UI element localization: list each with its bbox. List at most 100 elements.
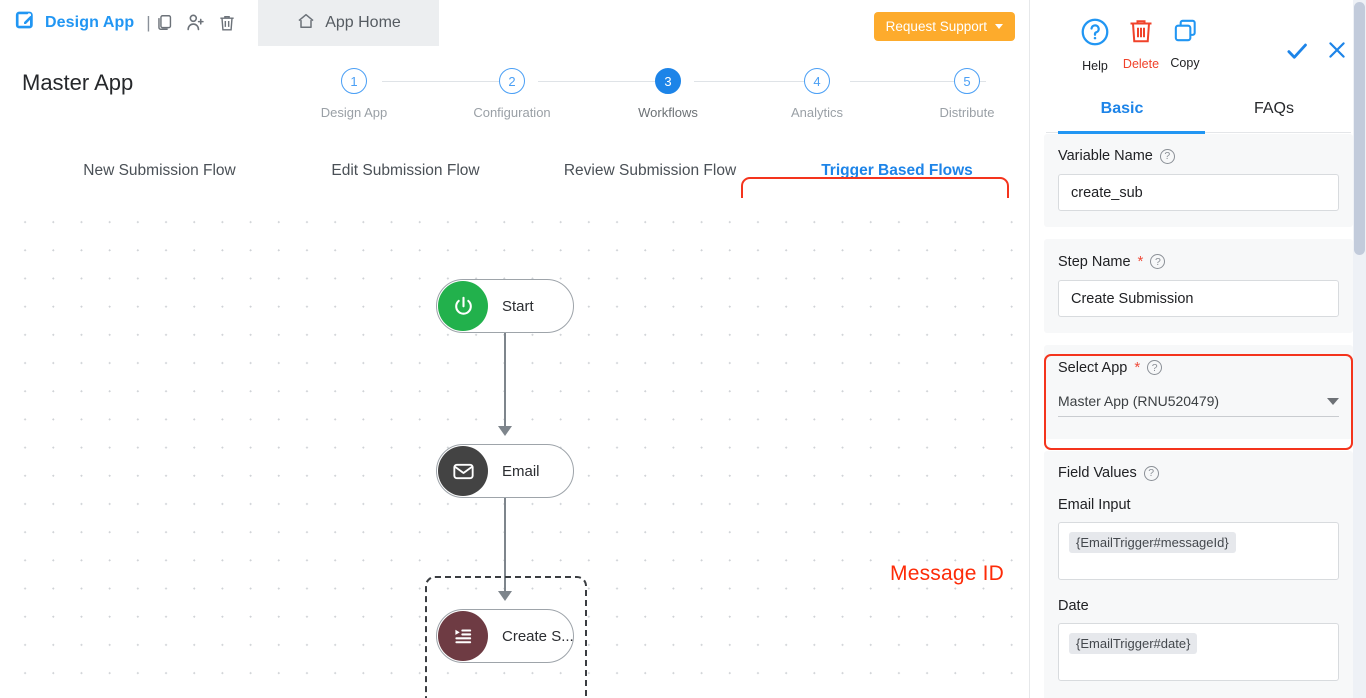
required-asterisk: *: [1137, 253, 1144, 270]
select-app-label: Select App * ?: [1058, 359, 1339, 376]
panel-tab-basic-label: Basic: [1100, 100, 1144, 117]
stepper-label-1: Design App: [320, 105, 388, 120]
panel-tabs: Basic FAQs: [1046, 94, 1351, 134]
stepper-item-4[interactable]: 4 Analytics: [757, 68, 877, 120]
chevron-down-icon: [995, 24, 1003, 29]
close-icon[interactable]: [1325, 38, 1349, 67]
copy-label: Copy: [1170, 56, 1200, 70]
envelope-icon: [438, 446, 488, 496]
panel-tab-faqs[interactable]: FAQs: [1198, 94, 1350, 124]
request-support-button[interactable]: Request Support: [873, 12, 1015, 41]
flow-tab-label-0: New Submission Flow: [83, 162, 236, 179]
stepper-number-5: 5: [954, 68, 980, 94]
stepper-number-3: 3: [655, 68, 681, 94]
chevron-down-icon: [1327, 397, 1339, 405]
flow-tab-review-submission[interactable]: Review Submission Flow: [535, 150, 765, 200]
delete-button[interactable]: Delete: [1114, 16, 1168, 71]
flow-tab-trigger-based[interactable]: Trigger Based Flows: [777, 150, 1017, 200]
field-group-field-values: Field Values ? Email Input {EmailTrigger…: [1044, 451, 1353, 698]
panel-scrollbar-thumb[interactable]: [1354, 2, 1365, 255]
field-value-item-date: Date {EmailTrigger#date}: [1058, 598, 1339, 681]
check-icon[interactable]: [1284, 38, 1310, 69]
help-tooltip-icon[interactable]: ?: [1150, 254, 1166, 269]
stepper-item-3[interactable]: 3 Workflows: [608, 68, 728, 120]
trash-icon[interactable]: [217, 13, 237, 33]
stepper-label-4: Analytics: [790, 105, 844, 120]
stepper-item-2[interactable]: 2 Configuration: [452, 68, 572, 120]
add-user-icon[interactable]: [185, 12, 206, 33]
step-name-input[interactable]: [1058, 280, 1339, 317]
design-app-label: Design App: [45, 13, 135, 31]
stepper-label-2: Configuration: [473, 105, 551, 120]
flow-tab-label-2: Review Submission Flow: [563, 162, 737, 179]
panel-tab-active-indicator: [1058, 131, 1205, 134]
variable-name-label: Variable Name ?: [1058, 148, 1339, 164]
stepper-line-3: [694, 81, 830, 82]
request-support-label: Request Support: [885, 19, 987, 34]
arrow-email-create: [498, 591, 512, 601]
field-group-select-app: Select App * ? Master App (RNU520479): [1044, 345, 1353, 439]
stepper-number-4: 4: [804, 68, 830, 94]
variable-chip[interactable]: {EmailTrigger#date}: [1069, 633, 1198, 654]
design-app-group[interactable]: Design App: [0, 9, 134, 36]
panel-tab-basic[interactable]: Basic: [1046, 94, 1198, 124]
select-app-label-text: Select App: [1058, 359, 1128, 376]
select-app-dropdown[interactable]: Master App (RNU520479): [1058, 386, 1339, 417]
copy-button[interactable]: Copy: [1158, 16, 1212, 70]
copy-icon[interactable]: [155, 13, 174, 32]
properties-panel: Help Delete: [1029, 0, 1366, 698]
stepper-item-5[interactable]: 5 Distribute: [907, 68, 1027, 120]
workflow-node-create-submission-label: Create S...: [502, 627, 574, 645]
page-title: Master App: [22, 70, 134, 95]
help-tooltip-icon[interactable]: ?: [1147, 360, 1163, 375]
workflow-node-selection-outline: [425, 576, 587, 698]
step-name-label-text: Step Name: [1058, 253, 1131, 270]
flow-tab-edit-submission[interactable]: Edit Submission Flow: [298, 150, 513, 200]
panel-action-bar: Help Delete: [1030, 16, 1366, 88]
variable-chip[interactable]: {EmailTrigger#messageId}: [1069, 532, 1236, 553]
flow-tab-label-1: Edit Submission Flow: [331, 162, 480, 179]
email-input-value-box[interactable]: {EmailTrigger#messageId}: [1058, 522, 1339, 580]
connector-start-email: [504, 328, 506, 428]
workflow-node-email[interactable]: Email: [436, 444, 574, 498]
stepper-number-1: 1: [341, 68, 367, 94]
copy-icon: [1171, 19, 1200, 49]
field-value-item-email-input: Email Input {EmailTrigger#messageId}: [1058, 497, 1339, 580]
workflow-node-start[interactable]: Start: [436, 279, 574, 333]
date-label: Date: [1058, 598, 1089, 614]
top-bar: Design App |: [0, 0, 1029, 46]
delete-label: Delete: [1122, 57, 1160, 71]
stepper-item-1[interactable]: 1 Design App: [294, 68, 414, 120]
flow-tab-new-submission[interactable]: New Submission Flow: [52, 150, 267, 200]
help-tooltip-icon[interactable]: ?: [1159, 148, 1175, 164]
toolbar-divider: |: [146, 12, 151, 32]
field-values-label: Field Values ?: [1058, 465, 1339, 481]
help-icon: [1079, 18, 1111, 52]
list-play-icon: [438, 611, 488, 661]
email-input-label: Email Input: [1058, 497, 1131, 513]
edit-square-icon[interactable]: [14, 9, 36, 36]
annotation-message-id: Message ID: [890, 562, 1005, 585]
arrow-start-email: [498, 426, 512, 436]
tab-app-home[interactable]: App Home: [258, 0, 439, 46]
home-icon: [296, 11, 316, 36]
required-asterisk: *: [1134, 359, 1141, 376]
panel-scrollbar-track[interactable]: [1353, 0, 1366, 698]
stepper-label-5: Distribute: [939, 105, 995, 120]
help-button[interactable]: Help: [1068, 16, 1122, 73]
step-name-label: Step Name * ?: [1058, 253, 1339, 270]
variable-name-input[interactable]: [1058, 174, 1339, 211]
connector-email-create: [504, 493, 506, 593]
tab-app-home-label: App Home: [325, 14, 401, 31]
flow-tab-label-3: Trigger Based Flows: [821, 162, 973, 179]
stepper-line-2: [538, 81, 674, 82]
help-tooltip-icon[interactable]: ?: [1143, 465, 1159, 481]
workflow-node-create-submission[interactable]: Create S...: [436, 609, 574, 663]
workflow-node-start-label: Start: [502, 297, 534, 315]
date-value-box[interactable]: {EmailTrigger#date}: [1058, 623, 1339, 681]
workflow-node-email-label: Email: [502, 462, 540, 480]
panel-tab-faqs-label: FAQs: [1253, 100, 1294, 117]
workflow-canvas[interactable]: Start Email: [0, 198, 1029, 698]
field-values-label-text: Field Values: [1058, 465, 1137, 481]
field-group-variable-name: Variable Name ?: [1044, 134, 1353, 227]
